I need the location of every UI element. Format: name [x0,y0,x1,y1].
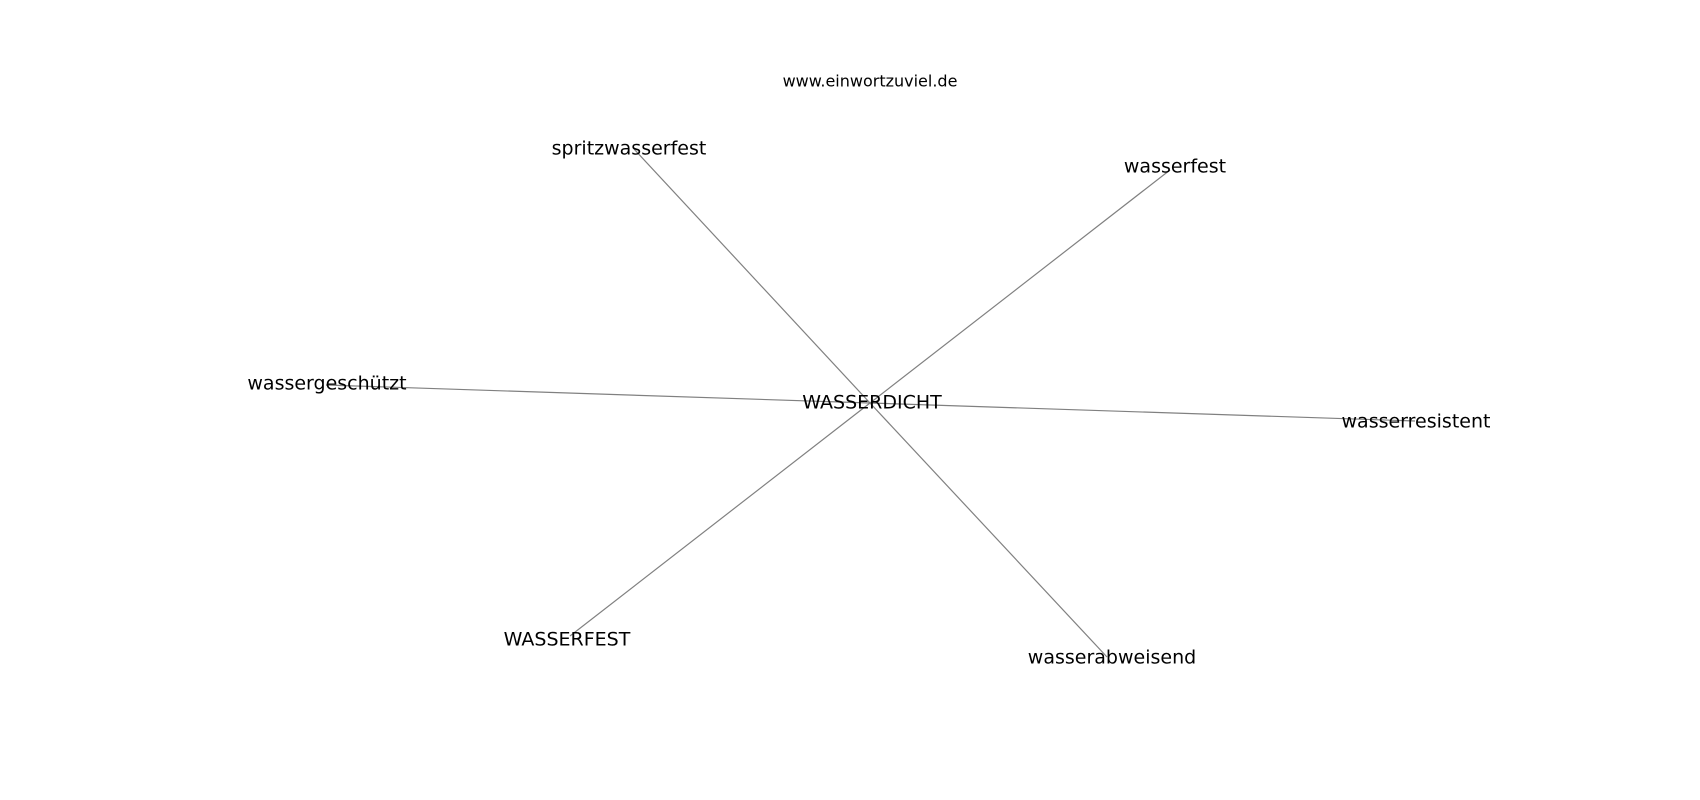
node-label-wasserfest: wasserfest [1124,156,1226,178]
node-label-center: WASSERDICHT [802,392,942,414]
edge-wasserresistent [869,402,1416,422]
edge-spritzwasserfest [633,148,871,404]
site-watermark: www.einwortzuviel.de [783,72,958,91]
node-label-wasserabweisend: wasserabweisend [1028,647,1196,669]
node-label-spritzwasserfest: spritzwasserfest [552,138,707,160]
edge-wasserfest [869,169,1171,404]
edges [325,148,1416,658]
edge-wasserfest-upper [569,402,871,637]
node-label-wasserfest-upper: WASSERFEST [504,629,631,651]
node-label-wasserresistent: wasserresistent [1342,411,1491,433]
node-label-wassergeschuetzt: wassergeschützt [247,373,406,395]
edge-wassergeschuetzt [325,384,871,404]
node-labels: WASSERDICHT spritzwasserfest wasserfest … [247,138,1490,669]
edge-wasserabweisend [869,402,1108,658]
